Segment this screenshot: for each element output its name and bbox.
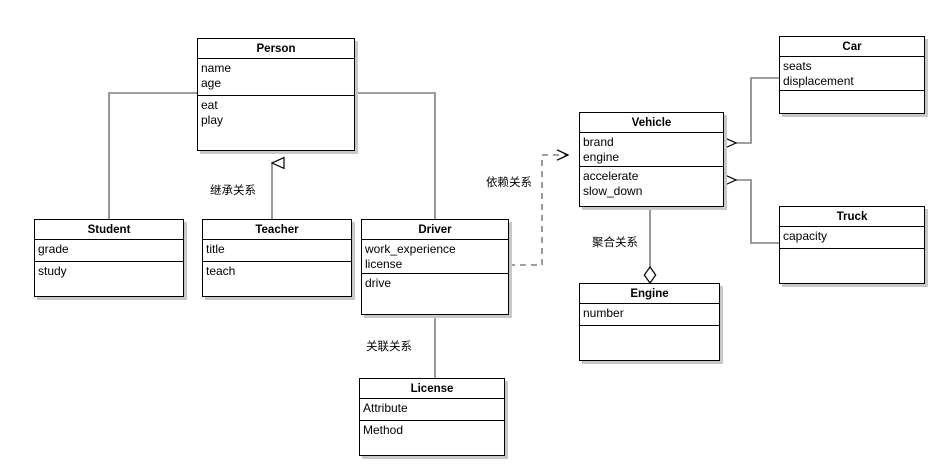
class-member: title: [206, 242, 225, 256]
class-box-driver[interactable]: Driver work_experience license drive: [361, 219, 509, 315]
edge-label-aggregation: 聚合关系: [592, 235, 638, 249]
class-title-vehicle: Vehicle: [580, 113, 723, 133]
class-methods-truck: [780, 249, 924, 282]
class-member: grade: [38, 242, 69, 256]
class-title-driver: Driver: [362, 220, 508, 240]
class-box-person[interactable]: Person name age eat play: [197, 38, 355, 151]
class-attributes-truck: capacity: [780, 227, 924, 249]
class-methods-vehicle: accelerate slow_down: [580, 167, 723, 205]
class-box-engine[interactable]: Engine number: [579, 283, 720, 361]
class-attributes-student: grade: [35, 240, 183, 262]
class-member: drive: [365, 276, 392, 290]
class-methods-person: eat play: [198, 96, 354, 149]
class-title-car: Car: [780, 37, 924, 57]
class-methods-teacher: teach: [203, 262, 351, 295]
class-member: eat: [201, 98, 218, 112]
class-attributes-car: seats displacement: [780, 57, 924, 91]
class-methods-license: Method: [360, 421, 504, 454]
class-member: age: [201, 76, 222, 91]
class-attributes-engine: number: [580, 304, 719, 326]
class-member: teach: [206, 264, 236, 278]
class-title-license: License: [360, 379, 504, 399]
class-box-student[interactable]: Student grade study: [34, 219, 184, 297]
edge-driver-vehicle: [509, 155, 568, 266]
class-box-vehicle[interactable]: Vehicle brand engine accelerate slow_dow…: [579, 112, 724, 207]
class-member: slow_down: [583, 184, 643, 199]
class-title-teacher: Teacher: [203, 220, 351, 240]
class-title-engine: Engine: [580, 284, 719, 304]
class-member: displacement: [783, 74, 854, 89]
class-attributes-license: Attribute: [360, 399, 504, 421]
edge-label-association: 关联关系: [366, 339, 412, 353]
class-member: name: [201, 61, 232, 75]
class-title-person: Person: [198, 39, 354, 59]
edge-driver-person: [343, 93, 436, 219]
class-member: accelerate: [583, 169, 639, 183]
class-title-truck: Truck: [780, 207, 924, 227]
edge-truck-vehicle: [736, 180, 779, 244]
class-title-student: Student: [35, 220, 183, 240]
class-box-car[interactable]: Car seats displacement: [779, 36, 925, 114]
class-box-teacher[interactable]: Teacher title teach: [202, 219, 352, 297]
class-member: Attribute: [363, 401, 408, 415]
class-attributes-vehicle: brand engine: [580, 133, 723, 167]
class-attributes-person: name age: [198, 59, 354, 96]
class-methods-driver: drive: [362, 274, 508, 313]
class-member: capacity: [783, 229, 828, 243]
edge-car-vehicle: [736, 77, 779, 143]
class-member: play: [201, 113, 224, 128]
class-attributes-driver: work_experience license: [362, 240, 508, 274]
edge-label-dependency: 依赖关系: [486, 175, 532, 189]
class-member: study: [38, 264, 67, 278]
class-member: number: [583, 306, 624, 320]
class-member: Method: [363, 423, 404, 437]
class-box-license[interactable]: License Attribute Method: [359, 378, 505, 456]
class-box-truck[interactable]: Truck capacity: [779, 206, 925, 284]
edge-label-inheritance: 继承关系: [210, 183, 256, 197]
edge-student-person: [108, 93, 209, 219]
class-attributes-teacher: title: [203, 240, 351, 262]
class-member: engine: [583, 150, 620, 165]
class-methods-student: study: [35, 262, 183, 295]
class-member: work_experience: [365, 242, 456, 256]
class-member: license: [365, 257, 403, 272]
class-member: seats: [783, 59, 812, 73]
class-methods-car: [780, 91, 924, 112]
class-member: brand: [583, 135, 614, 149]
class-methods-engine: [580, 326, 719, 359]
